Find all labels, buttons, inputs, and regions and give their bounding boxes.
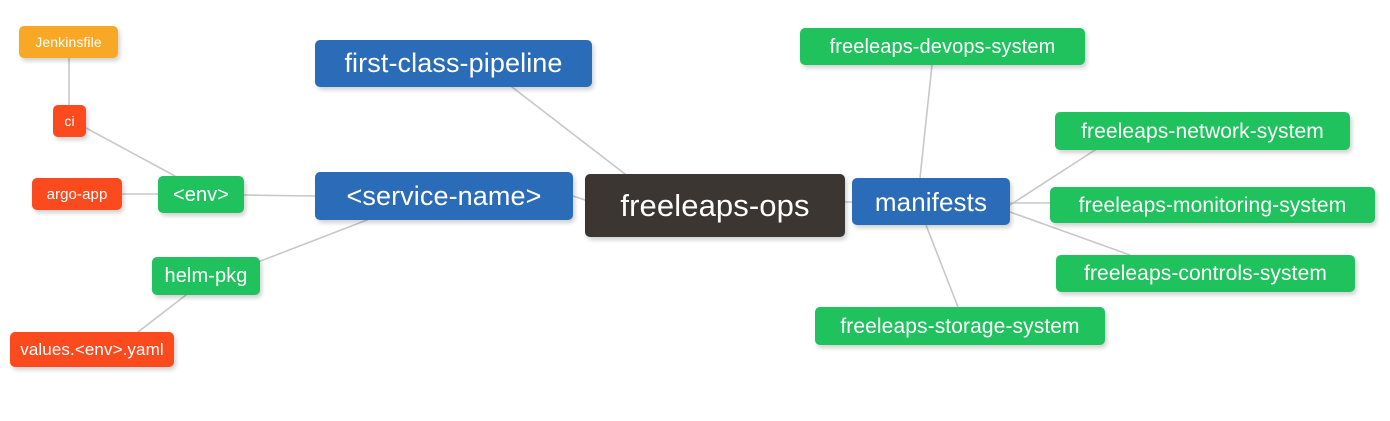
node-freeleaps-network-system[interactable]: freeleaps-network-system: [1055, 112, 1350, 150]
node-label-freeleaps-monitoring-system: freeleaps-monitoring-system: [1078, 193, 1347, 217]
edge-values-yaml-to-helm-pkg: [137, 294, 187, 333]
node-label-freeleaps-storage-system: freeleaps-storage-system: [840, 314, 1080, 338]
edge-helm-pkg-to-service-name: [257, 219, 368, 263]
edge-manifests-to-freeleaps-storage-system: [925, 224, 959, 308]
node-label-freeleaps-controls-system: freeleaps-controls-system: [1084, 262, 1327, 285]
edge-manifests-to-freeleaps-devops-system: [919, 64, 933, 179]
node-label-ci: ci: [64, 113, 75, 129]
node-label-freeleaps-network-system: freeleaps-network-system: [1081, 119, 1324, 143]
node-label-jenkinsfile: Jenkinsfile: [35, 34, 102, 50]
node-label-argo-app: argo-app: [46, 185, 108, 203]
edge-first-class-pipeline-to-freeleaps-ops: [511, 86, 626, 175]
node-jenkinsfile[interactable]: Jenkinsfile: [19, 26, 118, 58]
node-argo-app[interactable]: argo-app: [32, 178, 122, 210]
node-label-manifests: manifests: [874, 186, 988, 217]
edge-service-name-to-freeleaps-ops: [572, 195, 586, 201]
node-freeleaps-monitoring-system[interactable]: freeleaps-monitoring-system: [1050, 187, 1375, 223]
node-label-values-yaml: values.<env>.yaml: [20, 340, 164, 359]
node-helm-pkg[interactable]: helm-pkg: [152, 257, 260, 295]
node-service-name[interactable]: <service-name>: [315, 172, 573, 220]
node-label-freeleaps-devops-system: freeleaps-devops-system: [829, 35, 1056, 58]
node-freeleaps-ops[interactable]: freeleaps-ops: [585, 174, 845, 237]
edge-ci-to-env: [85, 127, 176, 177]
node-label-env: <env>: [172, 183, 230, 206]
node-label-freeleaps-ops: freeleaps-ops: [620, 188, 810, 223]
node-env[interactable]: <env>: [158, 176, 244, 213]
node-manifests[interactable]: manifests: [852, 178, 1010, 225]
node-first-class-pipeline[interactable]: first-class-pipeline: [315, 40, 592, 87]
node-freeleaps-controls-system[interactable]: freeleaps-controls-system: [1056, 255, 1355, 292]
node-values-yaml[interactable]: values.<env>.yaml: [10, 332, 174, 367]
node-freeleaps-devops-system[interactable]: freeleaps-devops-system: [800, 28, 1085, 65]
edge-env-to-service-name: [243, 194, 316, 197]
node-label-helm-pkg: helm-pkg: [164, 265, 248, 287]
node-ci[interactable]: ci: [53, 105, 86, 137]
node-freeleaps-storage-system[interactable]: freeleaps-storage-system: [815, 307, 1105, 345]
node-label-service-name: <service-name>: [346, 180, 542, 211]
node-label-first-class-pipeline: first-class-pipeline: [344, 48, 563, 78]
